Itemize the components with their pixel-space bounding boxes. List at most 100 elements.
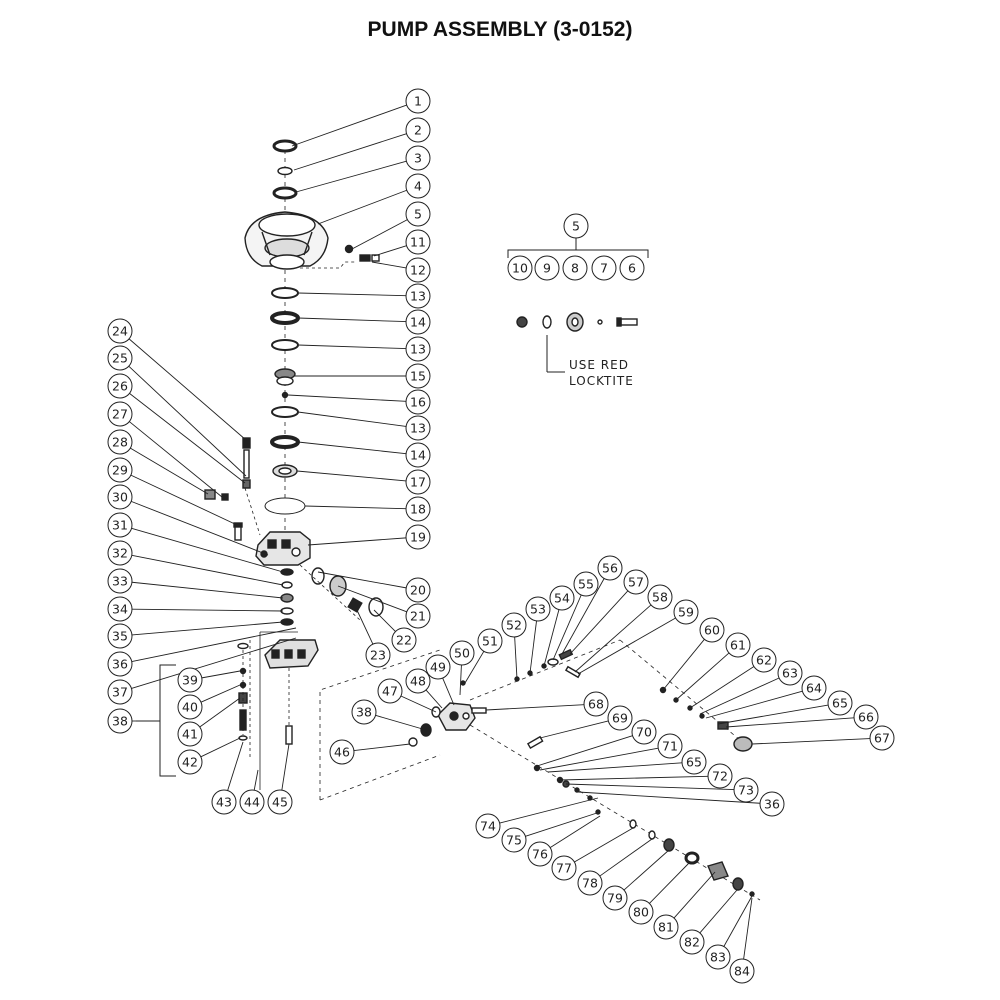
callout-circle xyxy=(405,229,431,255)
callout-number: 21 xyxy=(410,609,426,624)
callout-number: 55 xyxy=(578,577,594,592)
callout-number: 77 xyxy=(556,861,572,876)
callout-bubble: 77 xyxy=(551,855,577,881)
callout-bubble: 16 xyxy=(405,389,431,415)
callout-circle xyxy=(405,442,431,468)
leader-line xyxy=(131,527,284,573)
callout-bubble: 65 xyxy=(827,690,853,716)
callout-bubble: 13 xyxy=(405,283,431,309)
callout-bubble: 25 xyxy=(107,345,133,371)
callout-circle xyxy=(751,647,777,673)
leader-line xyxy=(353,743,411,752)
callout-circle xyxy=(475,813,501,839)
callout-number: 10 xyxy=(512,261,528,276)
callout-number: 68 xyxy=(588,697,604,712)
callout-number: 39 xyxy=(182,673,198,688)
callout-bubble: 22 xyxy=(391,627,417,653)
callout-bubble: 11 xyxy=(405,229,431,255)
callout-number: 40 xyxy=(182,700,198,715)
callout-number: 61 xyxy=(730,638,746,653)
callout-circle xyxy=(602,885,628,911)
leader-line xyxy=(400,695,437,713)
callout-circle xyxy=(705,944,731,970)
leader-line xyxy=(699,889,738,934)
callout-number: 29 xyxy=(112,463,128,478)
leader-line xyxy=(317,189,407,225)
leader-line xyxy=(539,747,659,771)
callout-circle xyxy=(477,628,503,654)
callout-number: 66 xyxy=(858,710,874,725)
leader-line xyxy=(499,797,599,824)
callout-bubble: 39 xyxy=(177,667,203,693)
callout-bubble: 43 xyxy=(211,789,237,815)
callout-bubble: 46 xyxy=(329,739,355,765)
leader-line xyxy=(577,791,761,804)
callout-number: 14 xyxy=(410,315,426,330)
callout-bubble: 2 xyxy=(405,117,431,143)
callout-bubble: 45 xyxy=(267,789,293,815)
callout-bubble: 38 xyxy=(351,699,377,725)
callout-number: 51 xyxy=(482,634,498,649)
callout-circle xyxy=(583,691,609,717)
callout-bubble: 72 xyxy=(707,763,733,789)
leader-line xyxy=(200,684,241,703)
callout-bubble: 47 xyxy=(377,678,403,704)
callout-bubble: 8 xyxy=(562,255,588,281)
callout-circle xyxy=(405,88,431,114)
callout-number: 4 xyxy=(414,179,422,194)
callout-circle xyxy=(549,585,575,611)
callout-number: 11 xyxy=(410,235,426,250)
callout-circle xyxy=(623,569,649,595)
callout-number: 9 xyxy=(543,261,551,276)
callout-number: 46 xyxy=(334,745,350,760)
callout-bubble: 73 xyxy=(733,777,759,803)
leader-line xyxy=(201,670,241,679)
callout-bubble: 14 xyxy=(405,309,431,335)
note-line-2: LOCKTITE xyxy=(569,374,634,388)
callout-bubble: 36 xyxy=(107,651,133,677)
callout-bubble: 48 xyxy=(405,668,431,694)
callout-number: 73 xyxy=(738,783,754,798)
callout-bubble: 50 xyxy=(449,640,475,666)
leader-line xyxy=(485,704,585,711)
leader-line xyxy=(287,394,407,402)
callout-bubble: 42 xyxy=(177,749,203,775)
callout-bubble: 37 xyxy=(107,679,133,705)
callout-number: 24 xyxy=(112,324,128,339)
callout-bubble: 84 xyxy=(729,958,755,984)
callout-number: 2 xyxy=(414,123,422,138)
callout-bubble: 23 xyxy=(365,642,391,668)
callout-circle xyxy=(827,690,853,716)
callout-circle xyxy=(551,855,577,881)
leader-line xyxy=(705,690,803,719)
callout-bubble: 49 xyxy=(425,654,451,680)
callout-circle xyxy=(377,678,403,704)
callout-bubble: 26 xyxy=(107,373,133,399)
callout-circle xyxy=(729,958,755,984)
leader-line xyxy=(355,607,374,645)
callout-number: 72 xyxy=(712,769,728,784)
leader-lines xyxy=(128,104,871,960)
leader-line xyxy=(295,160,407,193)
callout-circle xyxy=(405,309,431,335)
leader-line xyxy=(297,441,407,455)
callout-bubble: 28 xyxy=(107,429,133,455)
callout-bubble: 57 xyxy=(623,569,649,595)
callout-circle xyxy=(405,469,431,495)
callout-number: 65 xyxy=(832,696,848,711)
callout-number: 56 xyxy=(602,561,618,576)
callout-number: 36 xyxy=(764,797,780,812)
callout-circle xyxy=(107,540,133,566)
callout-circle xyxy=(607,705,633,731)
callout-bubble: 4 xyxy=(405,173,431,199)
callout-circle xyxy=(707,763,733,789)
callout-number: 57 xyxy=(628,575,644,590)
callout-number: 18 xyxy=(410,502,426,517)
leader-line xyxy=(131,554,284,586)
callout-bubble: 63 xyxy=(777,660,803,686)
callout-circle xyxy=(563,213,589,239)
callout-number: 38 xyxy=(356,705,372,720)
callout-number: 8 xyxy=(571,261,579,276)
callout-circle xyxy=(577,870,603,896)
callout-circle xyxy=(657,733,683,759)
